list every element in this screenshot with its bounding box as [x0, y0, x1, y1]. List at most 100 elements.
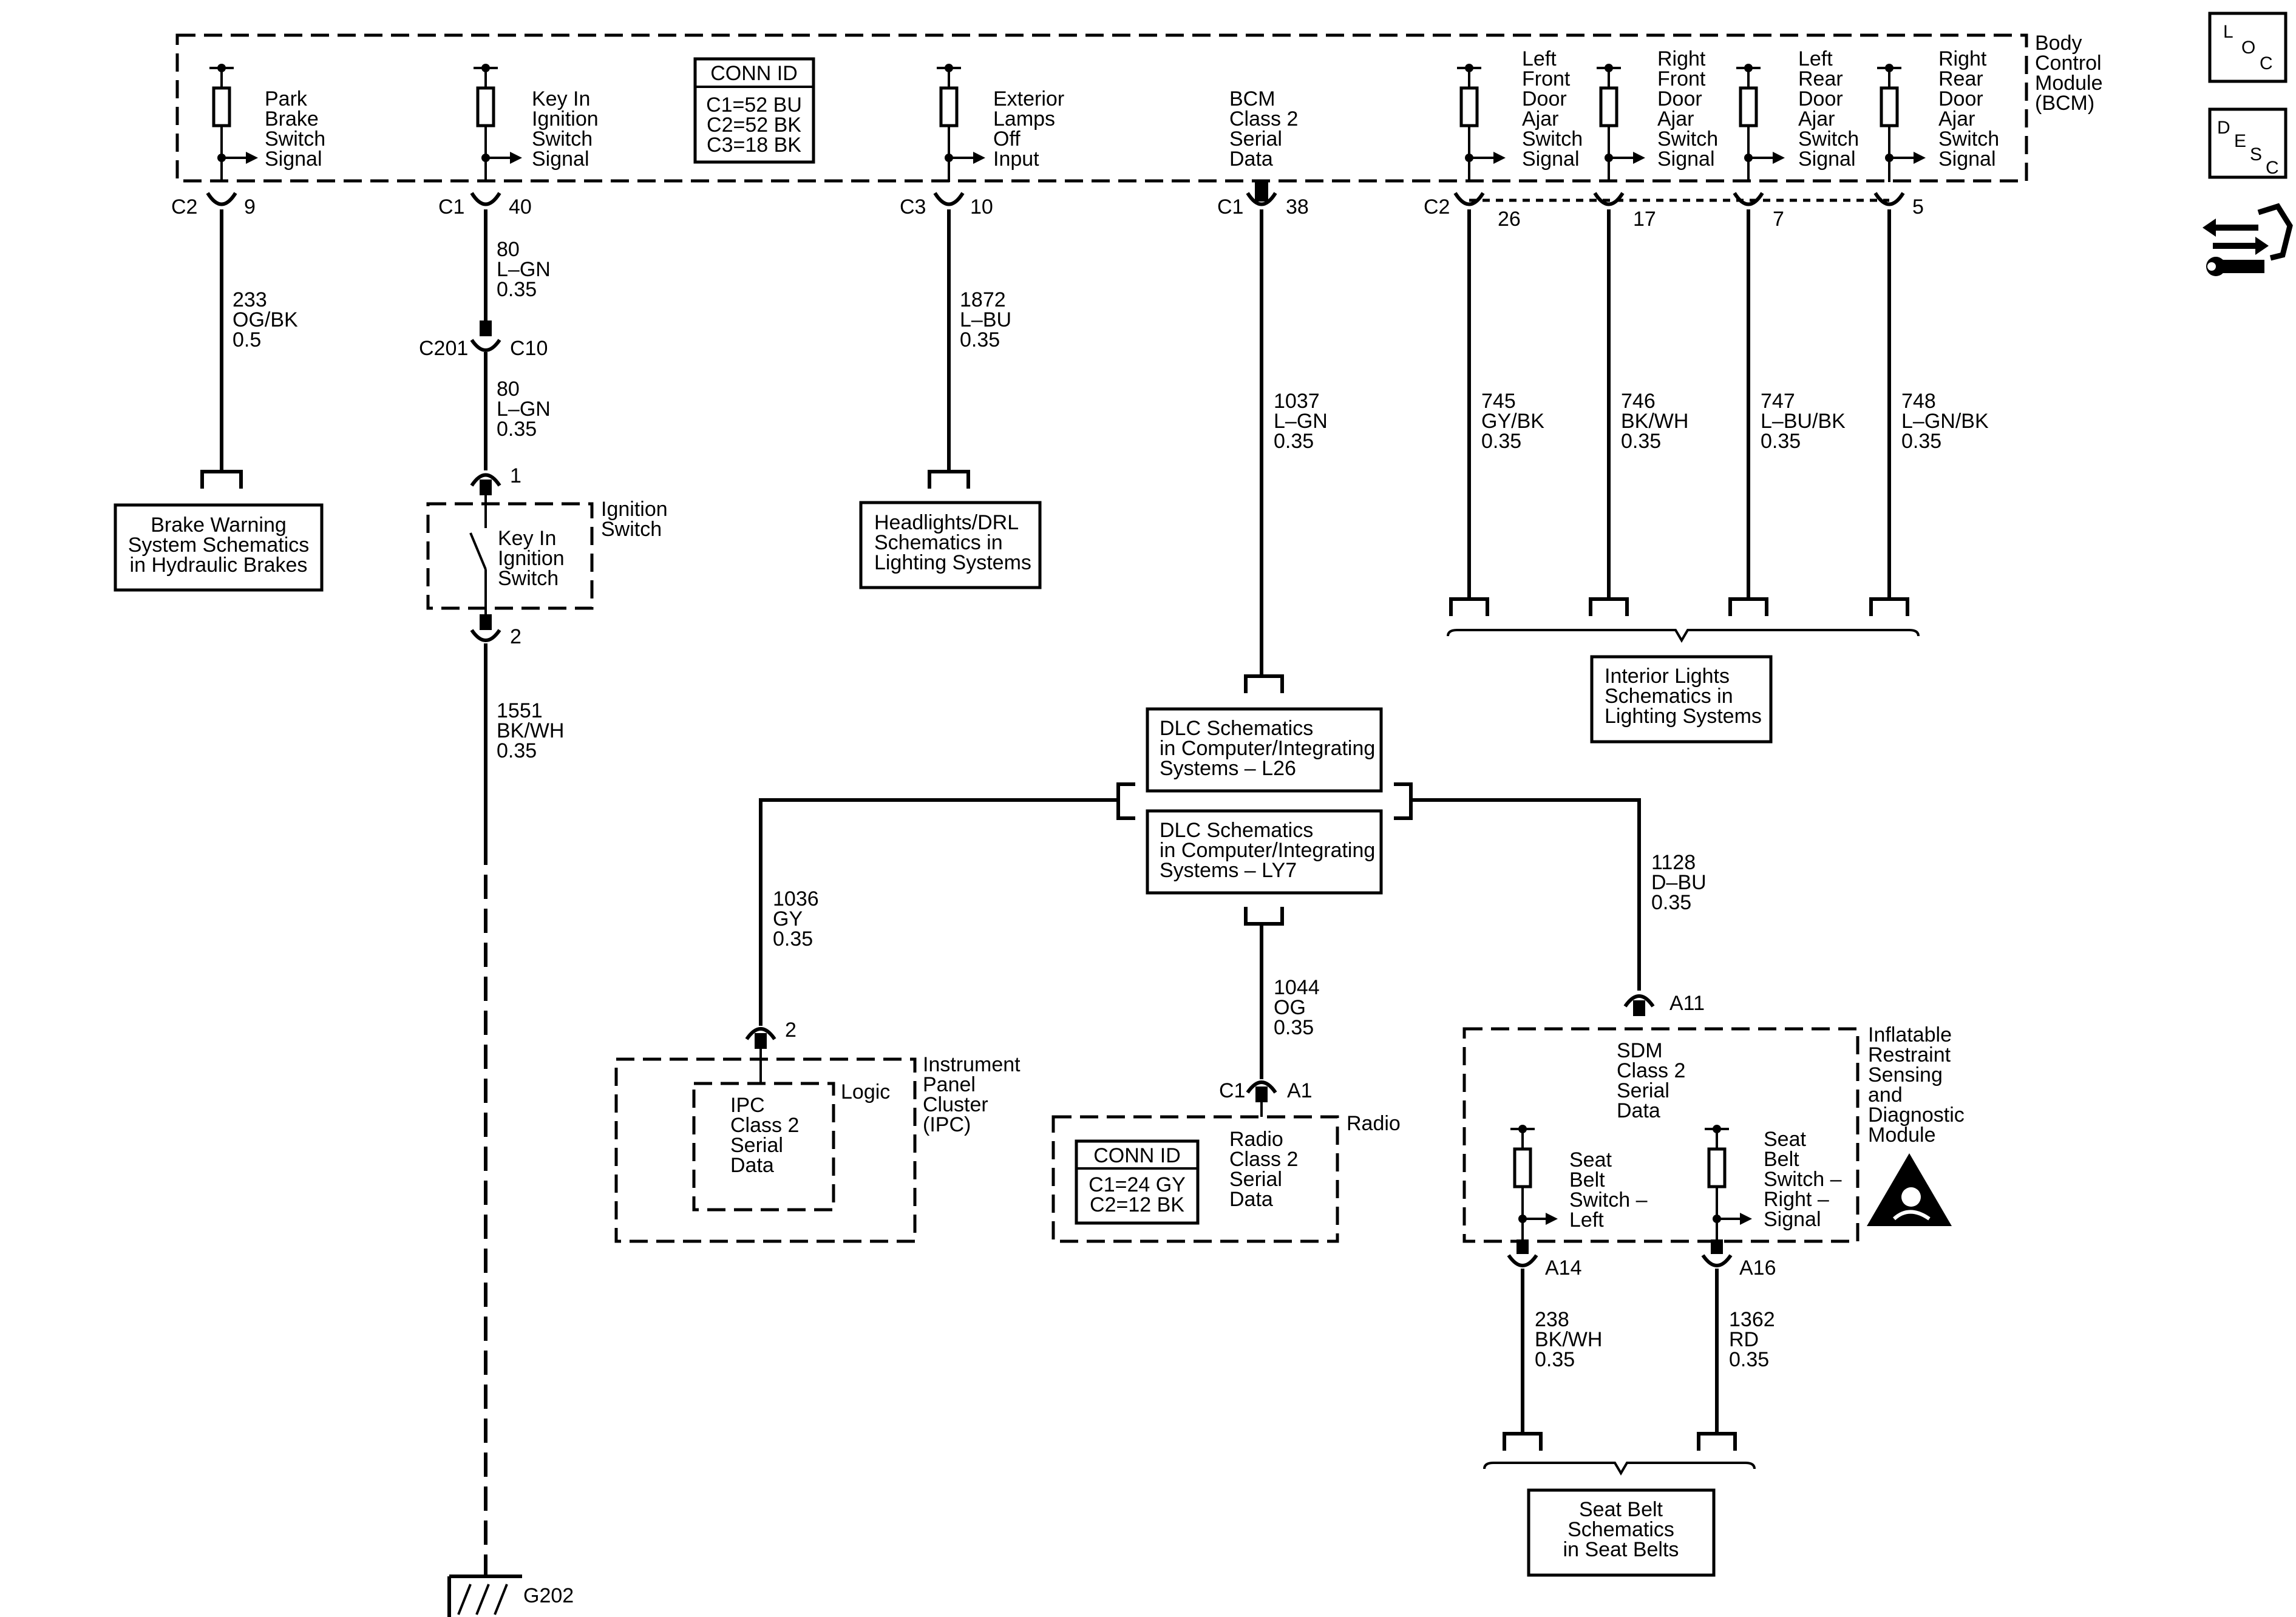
svg-text:0.35: 0.35: [1761, 430, 1801, 453]
svg-text:Serial: Serial: [1229, 127, 1282, 151]
ipc-pin: [745, 1027, 776, 1049]
ground-label: G202: [523, 1584, 574, 1607]
svg-text:Ignition: Ignition: [532, 107, 599, 131]
svg-text:0.35: 0.35: [960, 328, 1000, 351]
svg-text:DLC Schematics: DLC Schematics: [1160, 819, 1313, 842]
svg-text:OG: OG: [1274, 996, 1306, 1019]
svg-text:0.35: 0.35: [1274, 430, 1314, 453]
svg-text:C2=12 BK: C2=12 BK: [1090, 1193, 1184, 1216]
svg-text:1037: 1037: [1274, 390, 1320, 413]
svg-text:Exterior: Exterior: [993, 87, 1064, 110]
svg-text:C2: C2: [1424, 195, 1450, 219]
radio-inner-label: Radio Class 2 Serial Data: [1229, 1128, 1298, 1211]
wire-1037-label: 1037 L–GN 0.35: [1274, 390, 1328, 453]
dlc-bottom-connector: [1244, 907, 1284, 926]
svg-text:0.35: 0.35: [1651, 891, 1691, 914]
sdm-right-switch-label: Seat Belt Switch – Right – Signal: [1764, 1128, 1842, 1231]
svg-text:Switch: Switch: [1522, 127, 1583, 151]
brake-ref-connector: [200, 470, 243, 489]
svg-text:Signal: Signal: [1938, 147, 1996, 171]
svg-text:748: 748: [1901, 390, 1936, 413]
svg-text:1036: 1036: [773, 887, 819, 910]
svg-text:E: E: [2234, 131, 2246, 151]
sdm-pin-a11-label: A11: [1669, 992, 1705, 1015]
sdm-module-box: [1462, 1027, 1860, 1243]
bcm-module-label: Body Control Module (BCM): [2035, 32, 2103, 115]
svg-text:Left: Left: [1522, 47, 1557, 70]
svg-text:CONN ID: CONN ID: [710, 62, 798, 85]
svg-text:(BCM): (BCM): [2035, 92, 2094, 115]
wire-1128-label: 1128 D–BU 0.35: [1651, 851, 1707, 914]
wire-746-label: 746 BK/WH 0.35: [1621, 390, 1688, 453]
svg-text:Right –: Right –: [1764, 1188, 1829, 1211]
ignition-switch-inner-label: Key In Ignition Switch: [498, 527, 565, 590]
svg-text:745: 745: [1481, 390, 1516, 413]
svg-text:1551: 1551: [497, 699, 543, 722]
svg-text:747: 747: [1761, 390, 1795, 413]
desc-icon[interactable]: D E S C: [2208, 107, 2288, 179]
svg-text:L–GN: L–GN: [1274, 410, 1328, 433]
wire-238-label: 238 BK/WH 0.35: [1535, 1308, 1602, 1371]
airbag-warning-icon: [1867, 1153, 1952, 1226]
svg-text:Module: Module: [2035, 72, 2103, 95]
svg-text:RD: RD: [1729, 1328, 1759, 1351]
svg-text:Switch: Switch: [1938, 127, 1999, 151]
svg-text:Serial: Serial: [730, 1134, 783, 1157]
svg-text:and: and: [1868, 1083, 1903, 1107]
svg-text:L: L: [2223, 22, 2233, 42]
svg-text:C1: C1: [1217, 195, 1243, 219]
bcm-connector-pins: [206, 181, 1905, 206]
svg-text:Serial: Serial: [1617, 1079, 1669, 1102]
svg-text:BK/WH: BK/WH: [1621, 410, 1688, 433]
svg-text:Body: Body: [2035, 32, 2082, 55]
svg-text:Cluster: Cluster: [923, 1093, 988, 1116]
interior-brace: [1447, 629, 1920, 643]
svg-text:Left: Left: [1569, 1209, 1604, 1232]
svg-text:A14: A14: [1545, 1256, 1582, 1280]
svg-text:C3: C3: [900, 195, 926, 219]
lf-door-input-circuit: [1457, 64, 1506, 182]
svg-text:9: 9: [244, 195, 256, 219]
svg-text:Ignition: Ignition: [498, 547, 565, 570]
svg-text:L–BU: L–BU: [960, 308, 1011, 331]
svg-text:CONN ID: CONN ID: [1093, 1144, 1181, 1167]
svg-text:Ajar: Ajar: [1522, 107, 1558, 131]
wire-1036-label: 1036 GY 0.35: [773, 887, 819, 951]
connector-repair-icon[interactable]: [2203, 203, 2293, 276]
svg-text:Switch: Switch: [532, 127, 593, 151]
svg-text:Systems – L26: Systems – L26: [1160, 757, 1296, 780]
svg-text:Park: Park: [265, 87, 308, 110]
svg-text:Seat: Seat: [1764, 1128, 1806, 1151]
svg-text:GY: GY: [773, 907, 803, 931]
svg-text:L–BU/BK: L–BU/BK: [1761, 410, 1846, 433]
svg-text:0.35: 0.35: [497, 418, 537, 441]
svg-text:Schematics in: Schematics in: [1605, 685, 1733, 708]
svg-text:26: 26: [1498, 208, 1521, 231]
svg-text:S: S: [2250, 144, 2262, 164]
wire-80-upper-label: 80 L–GN 0.35: [497, 238, 551, 301]
ipc-pin-label: 2: [785, 1019, 796, 1042]
svg-text:L–GN: L–GN: [497, 258, 551, 281]
ignition-pin-1-label: 1: [510, 464, 521, 487]
ipc-logic-box: [692, 1082, 835, 1212]
svg-text:C3=18 BK: C3=18 BK: [707, 134, 801, 157]
svg-text:Key In: Key In: [498, 527, 556, 550]
sdm-serial-label: SDM Class 2 Serial Data: [1617, 1039, 1685, 1122]
svg-text:0.5: 0.5: [233, 328, 261, 351]
svg-text:1044: 1044: [1274, 976, 1320, 999]
svg-text:Front: Front: [1657, 67, 1706, 90]
svg-text:1128: 1128: [1651, 851, 1696, 874]
svg-text:Instrument: Instrument: [923, 1053, 1021, 1076]
wire-1128: [1411, 798, 1641, 991]
svg-text:Input: Input: [993, 147, 1039, 171]
key-in-input-circuit: [474, 64, 522, 182]
radio-conn-id-box: CONN ID C1=24 GY C2=12 BK: [1075, 1139, 1200, 1225]
rr-door-signal-label: Right Rear Door Ajar Switch Signal: [1938, 47, 1999, 171]
svg-text:C1: C1: [1219, 1079, 1245, 1102]
ipc-logic-label: Logic: [841, 1080, 890, 1103]
loc-icon[interactable]: L O C: [2208, 12, 2288, 83]
wire-1362-label: 1362 RD 0.35: [1729, 1308, 1775, 1371]
svg-text:Brake: Brake: [265, 107, 319, 131]
radio-pin-label: C1 A1: [1219, 1079, 1313, 1102]
